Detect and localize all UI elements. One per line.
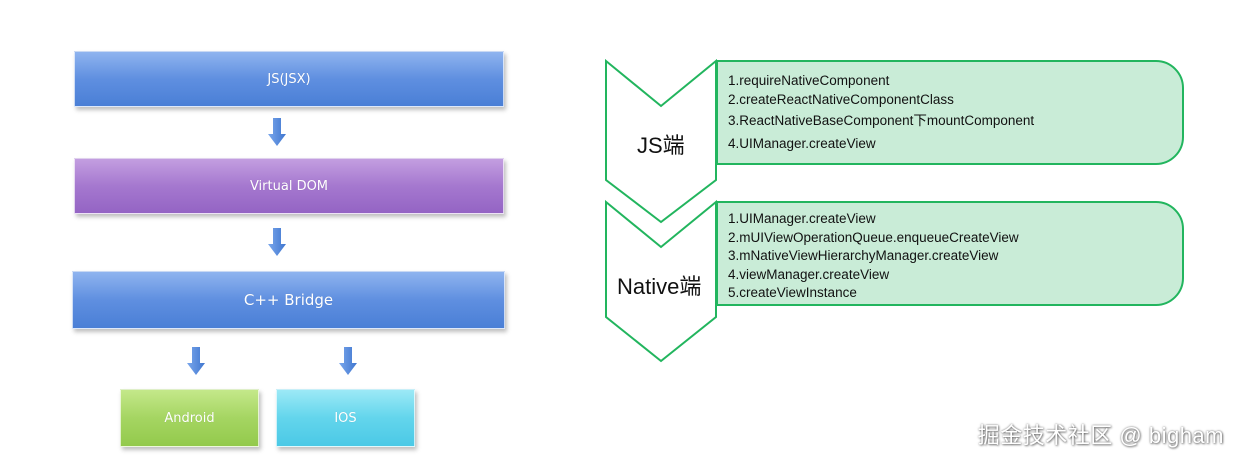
js-step: 2.createReactNativeComponentClass bbox=[728, 91, 954, 107]
js-jsx-box: JS(JSX) bbox=[74, 51, 504, 107]
native-step: 2.mUIViewOperationQueue.enqueueCreateVie… bbox=[728, 229, 1019, 245]
native-step: 5.createViewInstance bbox=[728, 285, 857, 300]
down-arrow-icon bbox=[268, 228, 286, 256]
stage-chevrons bbox=[605, 59, 717, 363]
js-step: 3.ReactNativeBaseComponent下mountComponen… bbox=[728, 113, 1035, 128]
down-arrow-icon bbox=[187, 347, 205, 375]
cpp-bridge-box: C++ Bridge bbox=[72, 271, 505, 329]
virtual-dom-box: Virtual DOM bbox=[74, 158, 504, 214]
cpp-bridge-label: C++ Bridge bbox=[243, 291, 334, 309]
js-jsx-label: JS(JSX) bbox=[267, 71, 311, 87]
native-step: 1.UIManager.createView bbox=[728, 211, 876, 226]
native-step: 3.mNativeViewHierarchyManager.createView bbox=[728, 248, 999, 263]
ios-box: IOS bbox=[276, 389, 415, 447]
watermark: 掘金技术社区 @ bigham bbox=[977, 423, 1224, 448]
native-step: 4.viewManager.createView bbox=[728, 266, 890, 282]
native-stage-label: Native端 bbox=[617, 274, 702, 299]
down-arrow-icon bbox=[339, 347, 357, 375]
js-step: 1.requireNativeComponent bbox=[728, 73, 890, 88]
virtual-dom-label: Virtual DOM bbox=[249, 178, 329, 194]
android-label: Android bbox=[164, 410, 215, 426]
down-arrow-icon bbox=[268, 118, 286, 146]
js-step: 4.UIManager.createView bbox=[728, 135, 876, 151]
native-stage-steps-panel: 1.UIManager.createView 2.mUIViewOperatio… bbox=[716, 201, 1184, 306]
js-stage-label: JS端 bbox=[637, 133, 685, 158]
js-stage-steps-panel: 1.requireNativeComponent 2.createReactNa… bbox=[716, 60, 1184, 165]
android-box: Android bbox=[120, 389, 259, 447]
ios-label: IOS bbox=[334, 410, 357, 426]
